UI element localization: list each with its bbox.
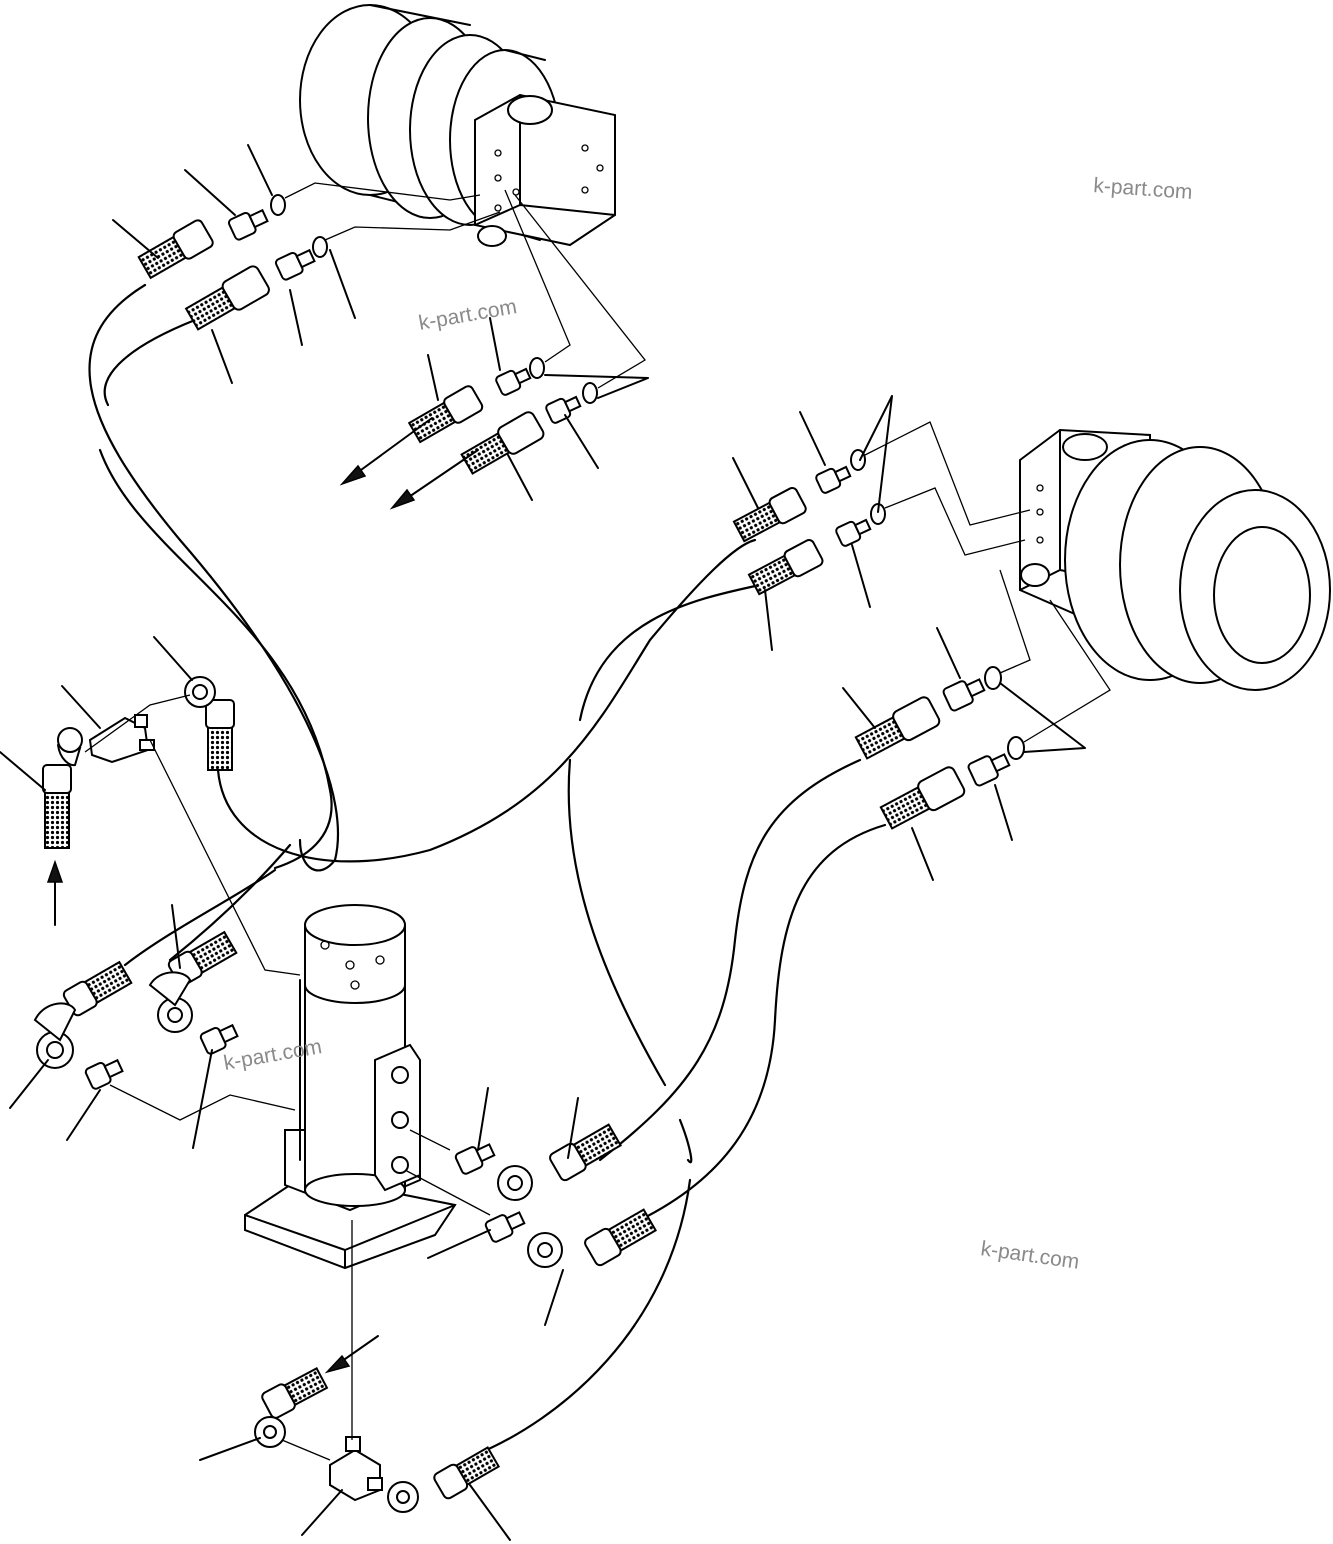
tee-fittings bbox=[88, 714, 383, 1502]
elbow-fittings bbox=[33, 676, 563, 1513]
right-travel-motor bbox=[1019, 428, 1331, 691]
watermark-text-4: k-part.com bbox=[979, 1237, 1080, 1274]
hose-fittings bbox=[42, 219, 966, 1500]
hoses bbox=[88, 283, 887, 1457]
o-rings bbox=[270, 194, 1025, 760]
left-travel-motor bbox=[299, 4, 616, 247]
watermark-text-1: k-part.com bbox=[1093, 174, 1194, 204]
callout-leaders bbox=[0, 144, 1086, 1541]
connection-lines bbox=[84, 182, 1111, 1461]
swivel-joint bbox=[244, 904, 457, 1270]
watermark-text-2: k-part.com bbox=[417, 295, 519, 335]
flow-arrows bbox=[46, 417, 479, 1374]
adapters bbox=[84, 208, 1011, 1243]
